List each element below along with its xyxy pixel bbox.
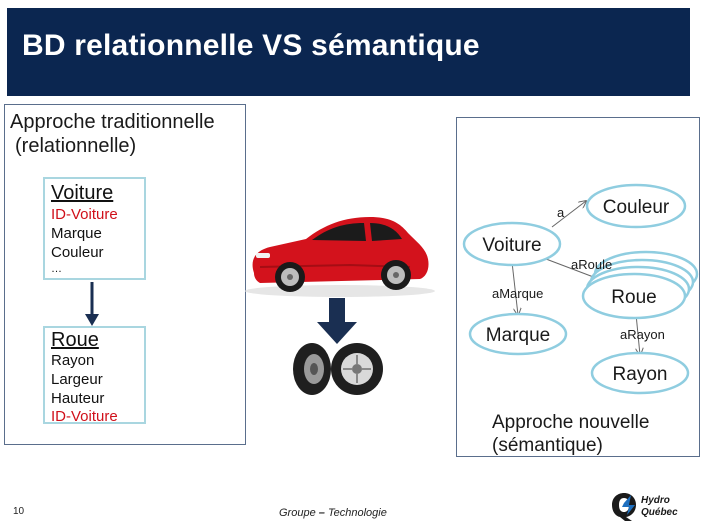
node-couleur-label: Couleur — [603, 197, 670, 218]
footer-group: Groupe – Technologie — [279, 507, 387, 519]
edge-aRayon-label: aRayon — [620, 327, 665, 342]
page-number: 10 — [13, 506, 25, 517]
hydro-quebec-logo: Hydro Québec — [612, 493, 678, 521]
table-voiture-field-couleur: Couleur — [51, 244, 104, 261]
car-to-wheel-arrow — [317, 298, 357, 344]
table-roue-name: Roue — [51, 329, 99, 351]
semantic-caption-line1: Approche nouvelle — [492, 412, 650, 433]
tires-image — [293, 343, 383, 395]
node-marque-label: Marque — [486, 325, 550, 346]
edge-aMarque — [511, 261, 518, 315]
edge-aRoule-label: aRoule — [571, 257, 612, 272]
logo-bolt-icon — [622, 495, 635, 515]
node-rayon-label: Rayon — [613, 364, 668, 385]
table-roue-field-rayon: Rayon — [51, 352, 95, 369]
table-roue-field-id: ID-Voiture — [51, 408, 118, 425]
table-voiture-field-marque: Marque — [51, 225, 102, 242]
logo-text-quebec: Québec — [641, 507, 678, 518]
table-roue-field-largeur: Largeur — [51, 371, 103, 388]
footer-group-suffix: Technologie — [327, 507, 387, 519]
semantic-caption-line2: (sémantique) — [492, 435, 603, 456]
table-voiture-field-id: ID-Voiture — [51, 206, 118, 223]
edge-aMarque-label: aMarque — [492, 286, 543, 301]
footer-group-prefix: Groupe — [279, 507, 316, 519]
footer-group-dash: – — [315, 507, 328, 519]
node-voiture-shape — [462, 221, 562, 267]
relational-title-line2: (relationnelle) — [15, 135, 137, 157]
edge-aRayon — [636, 313, 640, 355]
relation-arrow — [85, 282, 99, 326]
edge-a-label: a — [557, 205, 565, 220]
relational-title-line1: Approche traditionnelle — [10, 111, 215, 133]
node-rayon-shape — [590, 351, 690, 395]
edge-a — [551, 201, 586, 228]
node-couleur-shape — [585, 183, 687, 229]
semantic-panel — [456, 117, 700, 457]
node-roue-label: Roue — [611, 287, 656, 308]
semantic-graph: Couleur Voiture Roue Marque Rayon a aRou… — [462, 183, 699, 395]
slide-title: BD relationnelle VS sémantique — [22, 29, 480, 62]
table-roue-field-hauteur: Hauteur — [51, 390, 105, 407]
relational-panel — [4, 104, 246, 445]
logo-text-hydro: Hydro — [641, 495, 670, 506]
node-voiture-label: Voiture — [482, 235, 541, 256]
node-roue-shape — [581, 272, 687, 320]
car-image — [245, 217, 435, 297]
table-voiture-field-ellipsis: … — [51, 263, 62, 275]
table-roue: Roue Rayon Largeur Hauteur ID-Voiture — [43, 326, 146, 425]
node-marque-shape — [468, 312, 568, 356]
title-bar — [7, 8, 690, 96]
table-voiture-name: Voiture — [51, 182, 114, 204]
table-voiture: Voiture ID-Voiture Marque Couleur … — [43, 177, 146, 280]
